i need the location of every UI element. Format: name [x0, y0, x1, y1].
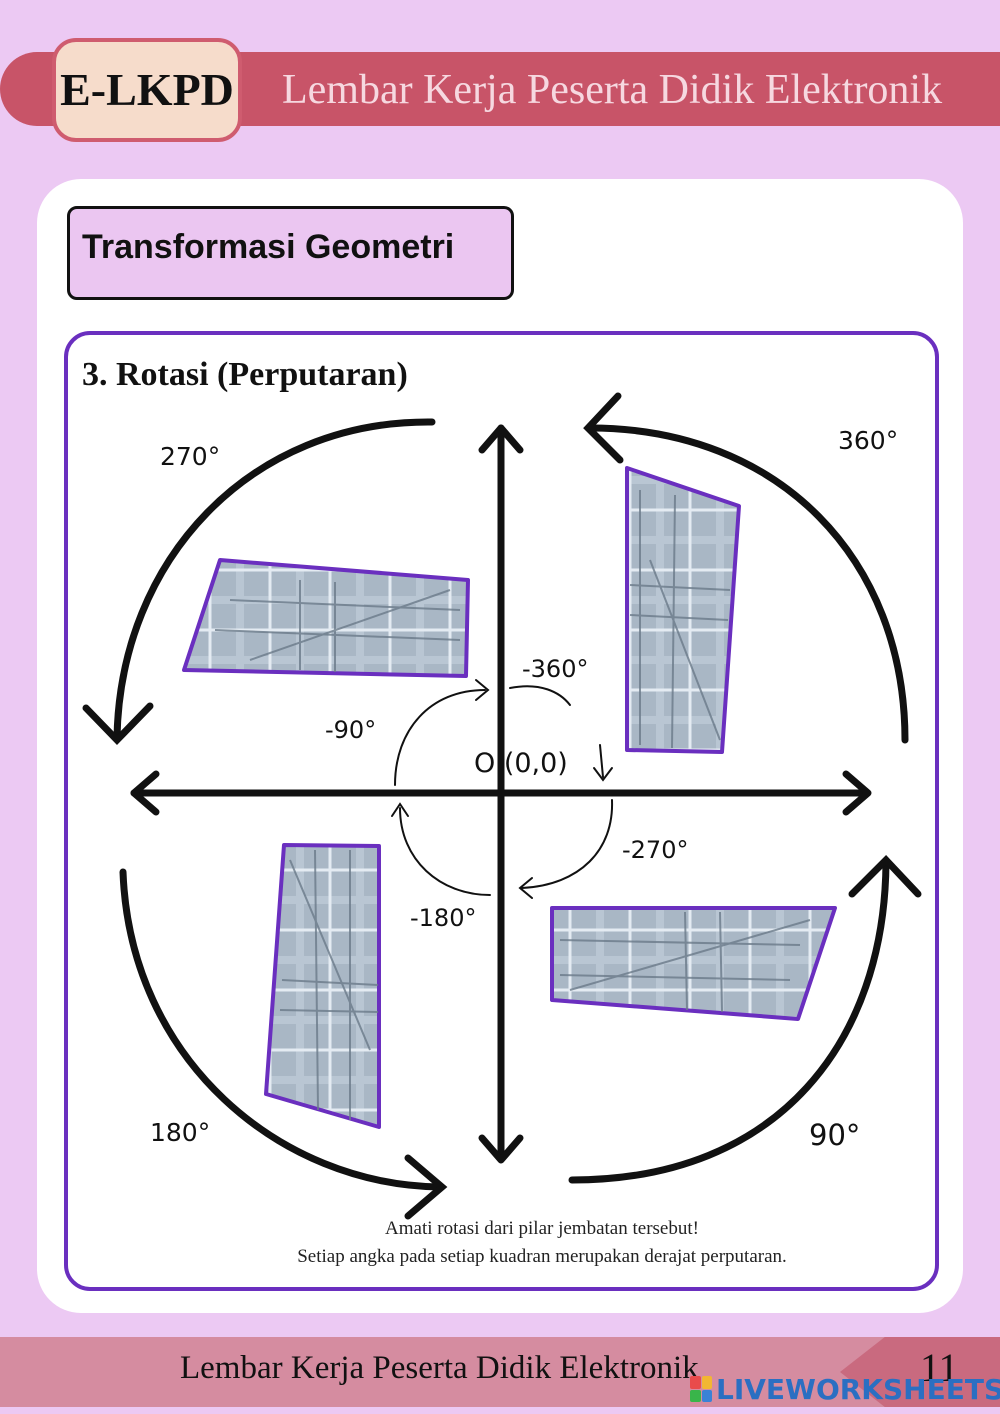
instruction-line-1: Amati rotasi dari pilar jembatan tersebu…: [42, 1218, 1000, 1240]
angle-label-minus-360: -360°: [522, 655, 588, 683]
liveworksheets-watermark: LIVEWORKSHEETS: [690, 1372, 1000, 1406]
watermark-text: LIVEWORKSHEETS: [716, 1373, 1000, 1406]
e-lkpd-logo: E-LKPD: [52, 38, 242, 142]
footer-title: Lembar Kerja Peserta Didik Elektronik: [180, 1350, 699, 1387]
angle-label-360: 360°: [838, 426, 898, 455]
angle-label-minus-180: -180°: [410, 904, 476, 932]
topic-title: Transformasi Geometri: [82, 228, 454, 267]
rotation-section-frame: [64, 331, 939, 1291]
liveworksheets-logo-icon: [690, 1376, 712, 1402]
angle-label-minus-270: -270°: [622, 836, 688, 864]
angle-label-90: 90°: [809, 1118, 860, 1152]
angle-label-180: 180°: [150, 1118, 210, 1147]
section-heading: 3. Rotasi (Perputaran): [82, 356, 408, 394]
header-title: Lembar Kerja Peserta Didik Elektronik: [282, 60, 942, 120]
angle-label-minus-90: -90°: [325, 716, 376, 744]
origin-label: O (0,0): [474, 748, 568, 779]
instruction-line-2: Setiap angka pada setiap kuadran merupak…: [42, 1246, 1000, 1268]
angle-label-270: 270°: [160, 442, 220, 471]
